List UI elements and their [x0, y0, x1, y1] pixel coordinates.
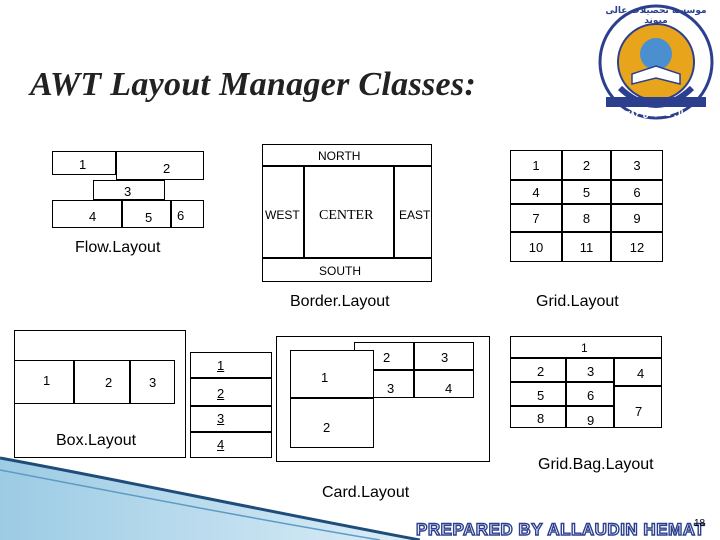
border-center[interactable]: CENTER: [304, 166, 394, 258]
flow-button-3[interactable]: 3: [93, 180, 165, 200]
grid-cell[interactable]: 7: [510, 204, 562, 232]
grid-cell[interactable]: 2: [562, 150, 611, 180]
flow-button-2[interactable]: 2: [116, 151, 204, 180]
flow-button-5[interactable]: 5: [122, 200, 171, 228]
grid-layout-caption: Grid.Layout: [536, 294, 619, 310]
gridbag-layout-caption: Grid.Bag.Layout: [538, 457, 654, 473]
card-layout-caption: Card.Layout: [322, 485, 409, 501]
flow-button-4[interactable]: 4: [52, 200, 122, 228]
gridbag-cell-4[interactable]: 4: [614, 358, 662, 386]
card-front-panel-2[interactable]: 2: [290, 398, 374, 448]
border-west[interactable]: WEST: [262, 166, 304, 258]
grid-cell[interactable]: 3: [611, 150, 663, 180]
grid-layout: 1 2 3 4 5 6 7 8 9 10 11 12: [510, 150, 663, 262]
gridbag-cell-6[interactable]: 6: [566, 382, 614, 406]
card-button-4[interactable]: 4: [414, 370, 474, 398]
border-east[interactable]: EAST: [394, 166, 432, 258]
grid-cell[interactable]: 10: [510, 232, 562, 262]
gridbag-cell-7[interactable]: 7: [614, 386, 662, 428]
flow-button-1[interactable]: 1: [52, 151, 116, 175]
grid-cell[interactable]: 6: [611, 180, 663, 204]
gridbag-cell-8[interactable]: 8: [510, 406, 566, 428]
box-vertical-1[interactable]: 1: [190, 352, 272, 378]
box-vertical-3[interactable]: 3: [190, 406, 272, 432]
border-south[interactable]: SOUTH: [262, 258, 432, 282]
box-layout-caption: Box.Layout: [56, 433, 136, 449]
logo-bottom-text: سال تاسیس ۱۳۸۶: [616, 109, 696, 118]
grid-cell[interactable]: 1: [510, 150, 562, 180]
logo-arc-text: موسسه تحصیلات عالی میوند: [600, 6, 712, 26]
card-front-panel[interactable]: 1: [290, 350, 374, 398]
gridbag-cell-5[interactable]: 5: [510, 382, 566, 406]
box-horizontal-3[interactable]: 3: [130, 360, 175, 404]
grid-cell[interactable]: 9: [611, 204, 663, 232]
grid-cell[interactable]: 8: [562, 204, 611, 232]
page-number: 18: [694, 518, 705, 529]
box-horizontal-2[interactable]: 2: [74, 360, 130, 404]
box-horizontal-1[interactable]: 1: [14, 360, 74, 404]
grid-cell[interactable]: 4: [510, 180, 562, 204]
grid-cell[interactable]: 11: [562, 232, 611, 262]
grid-cell[interactable]: 5: [562, 180, 611, 204]
gridbag-cell-9[interactable]: 9: [566, 406, 614, 428]
flow-layout-caption: Flow.Layout: [75, 240, 160, 256]
border-layout-caption: Border.Layout: [290, 294, 390, 310]
border-north[interactable]: NORTH: [262, 144, 432, 166]
box-vertical-2[interactable]: 2: [190, 378, 272, 406]
footer-author: PREPARED BY ALLAUDIN HEMAT: [416, 520, 705, 540]
gridbag-cell-3[interactable]: 3: [566, 358, 614, 382]
slide-title: AWT Layout Manager Classes:: [30, 66, 476, 104]
grid-cell[interactable]: 12: [611, 232, 663, 262]
flow-button-6[interactable]: 6: [171, 200, 204, 228]
gridbag-cell-2[interactable]: 2: [510, 358, 566, 382]
card-button-3[interactable]: 3: [414, 342, 474, 370]
box-vertical-4[interactable]: 4: [190, 432, 272, 458]
gridbag-cell-1[interactable]: 1: [510, 336, 662, 358]
institution-logo: موسسه تحصیلات عالی میوند سال تاسیس ۱۳۸۶: [596, 2, 716, 126]
